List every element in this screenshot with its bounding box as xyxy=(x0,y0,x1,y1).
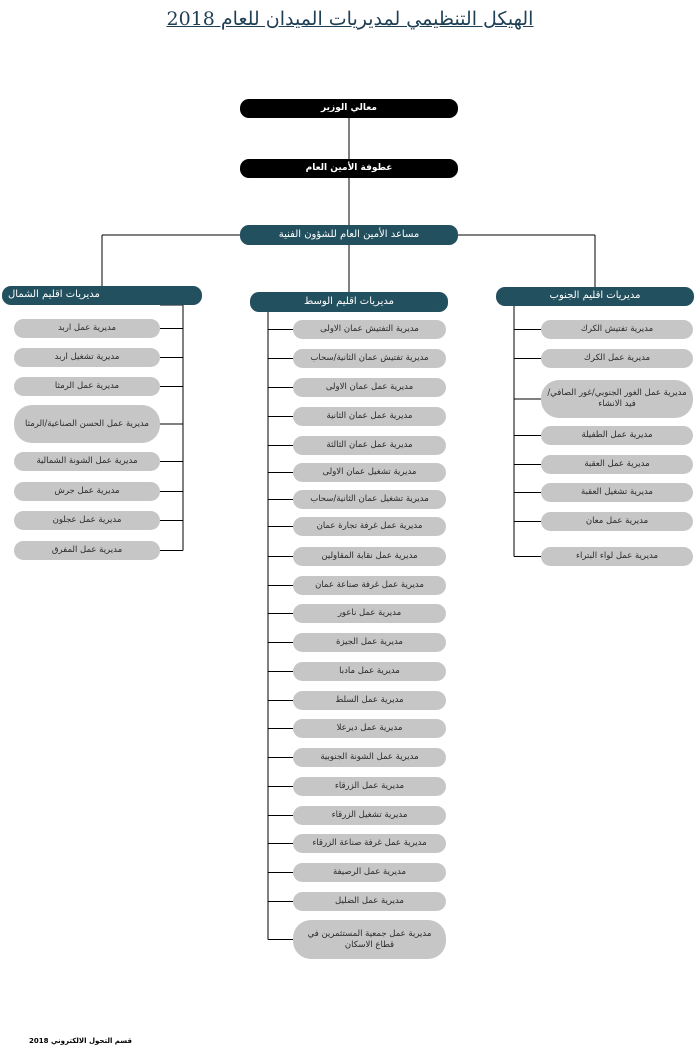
unit-box: مديرية تفتيش الكرك xyxy=(541,320,693,339)
footer-credit: قسم التحول الالكتروني 2018 xyxy=(29,1037,132,1045)
unit-box: مديرية تشغيل اربد xyxy=(14,348,160,367)
unit-box: مديرية عمل الكرك xyxy=(541,349,693,368)
unit-box: مديرية عمل العقبة xyxy=(541,455,693,474)
unit-box: مديرية عمل الضليل xyxy=(293,892,446,911)
unit-box: مديرية عمل معان xyxy=(541,512,693,531)
unit-box: مديرية عمل اربد xyxy=(14,319,160,338)
unit-box: مديرية عمل لواء البتراء xyxy=(541,547,693,566)
unit-box: مديرية عمل نقابة المقاولين xyxy=(293,547,446,566)
unit-box: مديرية عمل الشونة الشمالية xyxy=(14,452,160,471)
unit-box: مديرية عمل الرمثا xyxy=(14,377,160,396)
unit-box: مديرية عمل الزرقاء xyxy=(293,777,446,796)
unit-box: مديرية عمل الشونة الجنوبية xyxy=(293,748,446,767)
unit-box: مديرية عمل غرفة صناعة عمان xyxy=(293,576,446,595)
unit-box: مديرية عمل عمان الثانية xyxy=(293,407,446,426)
unit-box: مديرية عمل الغور الجنوبي/غور الصافي/ فيد… xyxy=(541,380,693,418)
chart-title: الهيكل التنظيمي لمديريات الميدان للعام 2… xyxy=(166,8,534,30)
unit-box: مديرية عمل الجيزة xyxy=(293,633,446,652)
minister-box: معالي الوزير xyxy=(240,99,458,118)
unit-box: مديرية عمل جرش xyxy=(14,482,160,501)
unit-box: مديرية التفتيش عمان الاولى xyxy=(293,320,446,339)
unit-box: مديرية عمل غرفة صناعة الزرقاء xyxy=(293,834,446,853)
unit-box: مديرية عمل غرفة تجارة عمان xyxy=(293,517,446,536)
unit-box: مديرية عمل جمعية المستثمرين في قطاع الاس… xyxy=(293,920,446,959)
unit-box: مديرية تفتيش عمان الثانية/سحاب xyxy=(293,349,446,368)
region-center-box: مديريات اقليم الوسط xyxy=(250,292,448,312)
unit-box: مديرية تشغيل الزرقاء xyxy=(293,806,446,825)
unit-box: مديرية عمل عمان الثالثة xyxy=(293,436,446,455)
unit-box: مديرية عمل المفرق xyxy=(14,541,160,560)
unit-box: مديرية عمل الحسن الصناعية/الرمثا xyxy=(14,405,160,443)
unit-box: مديرية عمل الطفيلة xyxy=(541,426,693,445)
unit-box: مديرية عمل ناعور xyxy=(293,604,446,623)
unit-box: مديرية تشغيل عمان الاولى xyxy=(293,463,446,482)
unit-box: مديرية عمل ديرعلا xyxy=(293,719,446,738)
region-south-box: مديريات اقليم الجنوب xyxy=(496,287,694,306)
assistant-secretary-box: مساعد الأمين العام للشؤون الفنية xyxy=(240,225,458,245)
unit-box: مديرية عمل السلط xyxy=(293,691,446,710)
region-north-box: مديريات اقليم الشمال xyxy=(2,286,202,305)
unit-box: مديرية تشغيل عمان الثانية/سحاب xyxy=(293,490,446,509)
secretary-general-box: عطوفة الأمين العام xyxy=(240,159,458,178)
unit-box: مديرية عمل الرصيفة xyxy=(293,863,446,882)
unit-box: مديرية عمل مادبا xyxy=(293,662,446,681)
unit-box: مديرية عمل عمان الاولى xyxy=(293,378,446,397)
unit-box: مديرية تشغيل العقبة xyxy=(541,483,693,502)
unit-box: مديرية عمل عجلون xyxy=(14,511,160,530)
